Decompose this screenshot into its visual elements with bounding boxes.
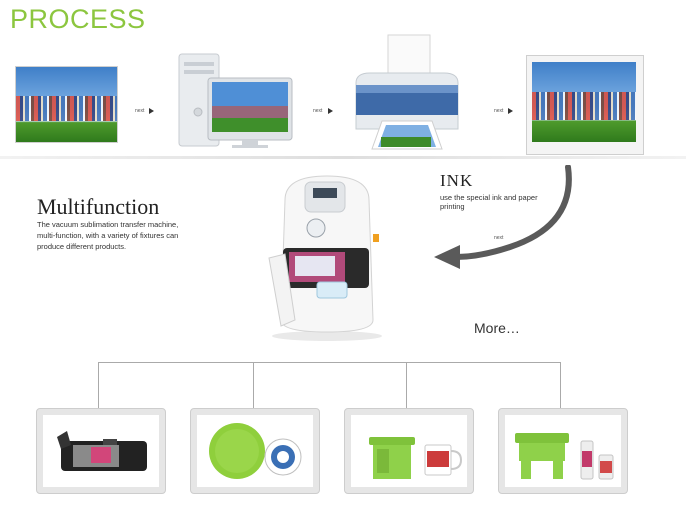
printed-photo-image bbox=[526, 55, 644, 155]
tree-connector bbox=[98, 362, 99, 408]
page-title: PROCESS bbox=[10, 4, 146, 34]
arrow-icon bbox=[508, 108, 513, 114]
phone-case-fixture-icon bbox=[57, 431, 147, 471]
mug-fixture-icon bbox=[369, 437, 463, 479]
plate-fixture-icon bbox=[209, 423, 302, 479]
section-divider bbox=[0, 156, 686, 159]
multifunction-title: Multifunction bbox=[37, 194, 160, 219]
more-link[interactable]: More… bbox=[474, 320, 520, 336]
product-tile-plate[interactable] bbox=[190, 408, 320, 494]
arrow-icon bbox=[149, 108, 154, 114]
printer-icon bbox=[348, 33, 466, 151]
glass-fixture-icon bbox=[515, 433, 614, 480]
multifunction-description: The vacuum sublimation transfer machine,… bbox=[37, 220, 179, 251]
tree-connector bbox=[98, 362, 560, 363]
tree-connector bbox=[253, 362, 254, 408]
next-label: next bbox=[135, 108, 145, 114]
next-label: next bbox=[313, 108, 323, 114]
ink-title: INK bbox=[440, 171, 474, 190]
tree-connector bbox=[560, 362, 561, 408]
tree-connector bbox=[406, 362, 407, 408]
product-tile-phone-case[interactable] bbox=[36, 408, 166, 494]
computer-icon bbox=[176, 50, 294, 150]
product-tile-mug[interactable] bbox=[344, 408, 474, 494]
arrow-icon bbox=[328, 108, 333, 114]
next-label: next bbox=[494, 108, 504, 114]
ink-description: use the special ink and paper printing bbox=[440, 193, 538, 211]
sublimation-machine-image bbox=[255, 170, 395, 342]
curved-arrow-icon bbox=[430, 164, 580, 275]
photo-image bbox=[15, 66, 118, 143]
product-tile-glass[interactable] bbox=[498, 408, 628, 494]
next-label: next bbox=[494, 235, 504, 241]
